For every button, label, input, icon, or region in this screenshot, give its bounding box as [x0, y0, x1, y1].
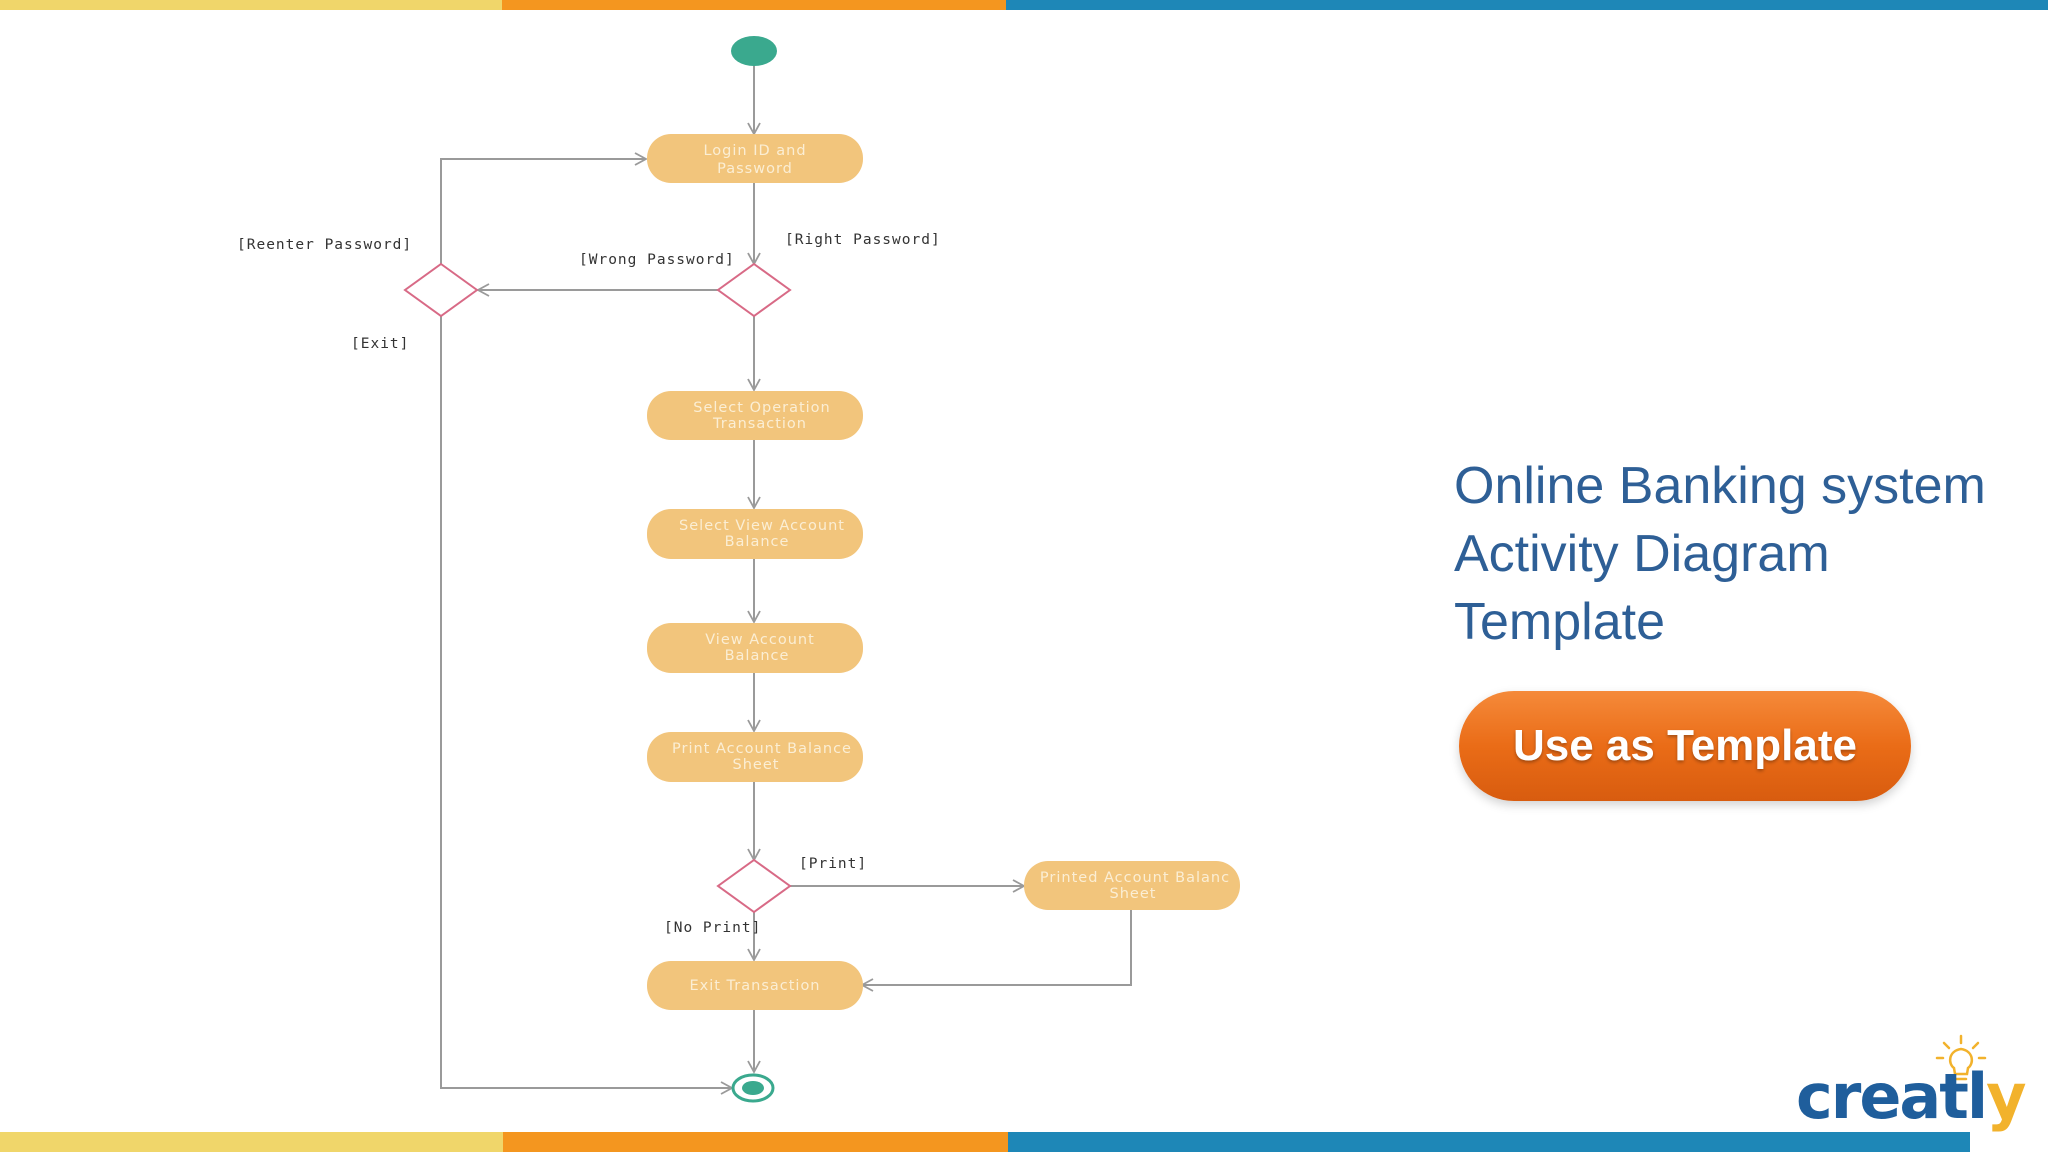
creately-logo: creatly — [1796, 1034, 2027, 1134]
node-view-balance-line-1: View Account — [705, 632, 815, 648]
page-title: Online Banking system Activity Diagram T… — [1454, 452, 2014, 656]
node-login-line-2: Password — [717, 161, 793, 177]
creately-wordmark: creatly — [1796, 1060, 2027, 1133]
node-exit-line-1: Exit Transaction — [689, 978, 820, 994]
decision-login — [716, 262, 792, 318]
node-select-view-line-1: Select View Account — [679, 518, 845, 534]
bottom-stripe-yellow — [0, 1132, 503, 1152]
node-exit-transaction: Exit Transaction — [647, 961, 863, 1010]
node-printed-sheet-line-2: Sheet — [1110, 886, 1157, 902]
top-stripe-yellow — [0, 0, 502, 10]
guard-reenter-password: [Reenter Password] — [237, 237, 412, 253]
guard-exit: [Exit] — [351, 336, 409, 352]
start-node — [731, 36, 777, 66]
guard-no-print: [No Print] — [664, 920, 761, 936]
edge-exit — [440, 316, 734, 1095]
node-view-balance-line-2: Balance — [725, 648, 790, 664]
end-node — [731, 1073, 775, 1103]
node-print-sheet-line-1: Print Account Balance — [672, 741, 852, 757]
top-stripe-blue — [1006, 0, 2048, 10]
edge-printed-to-exit — [860, 910, 1132, 992]
guard-print: [Print] — [799, 856, 867, 872]
node-select-view-line-2: Balance — [725, 534, 790, 550]
creately-wordmark-main: creatl — [1796, 1060, 1988, 1133]
edge-reenter-password — [440, 152, 648, 264]
lightbulb-icon — [1935, 1034, 1987, 1081]
creately-wordmark-accent: y — [1986, 1060, 2026, 1133]
guard-right-password: [Right Password] — [785, 232, 941, 248]
node-printed-sheet: Printed Account Balanc Sheet — [1024, 861, 1240, 910]
title-line-3: Template — [1454, 593, 1665, 651]
use-as-template-button[interactable]: Use as Template — [1459, 691, 1911, 801]
node-select-view-balance: Select View Account Balance — [647, 509, 863, 559]
guard-wrong-password: [Wrong Password] — [579, 252, 735, 268]
node-login-line-1: Login ID and — [703, 143, 806, 159]
node-select-operation-line-2: Transaction — [712, 416, 807, 432]
node-print-sheet-line-2: Sheet — [733, 757, 780, 773]
node-select-operation-line-1: Select Operation — [693, 400, 831, 416]
node-print-sheet: Print Account Balance Sheet — [647, 732, 863, 782]
node-login: Login ID and Password — [647, 134, 863, 183]
bottom-stripe-orange — [503, 1132, 1008, 1152]
title-line-1: Online Banking system — [1454, 457, 1986, 515]
top-stripe-orange — [502, 0, 1006, 10]
title-line-2: Activity Diagram — [1454, 525, 1830, 583]
bottom-stripe-blue — [1008, 1132, 1970, 1152]
decision-print — [716, 858, 792, 914]
decision-reenter — [403, 262, 479, 318]
node-printed-sheet-line-1: Printed Account Balanc — [1040, 870, 1230, 886]
node-view-balance: View Account Balance — [647, 623, 863, 673]
node-select-operation: Select Operation Transaction — [647, 391, 863, 440]
diagram-edges — [440, 65, 1132, 1095]
